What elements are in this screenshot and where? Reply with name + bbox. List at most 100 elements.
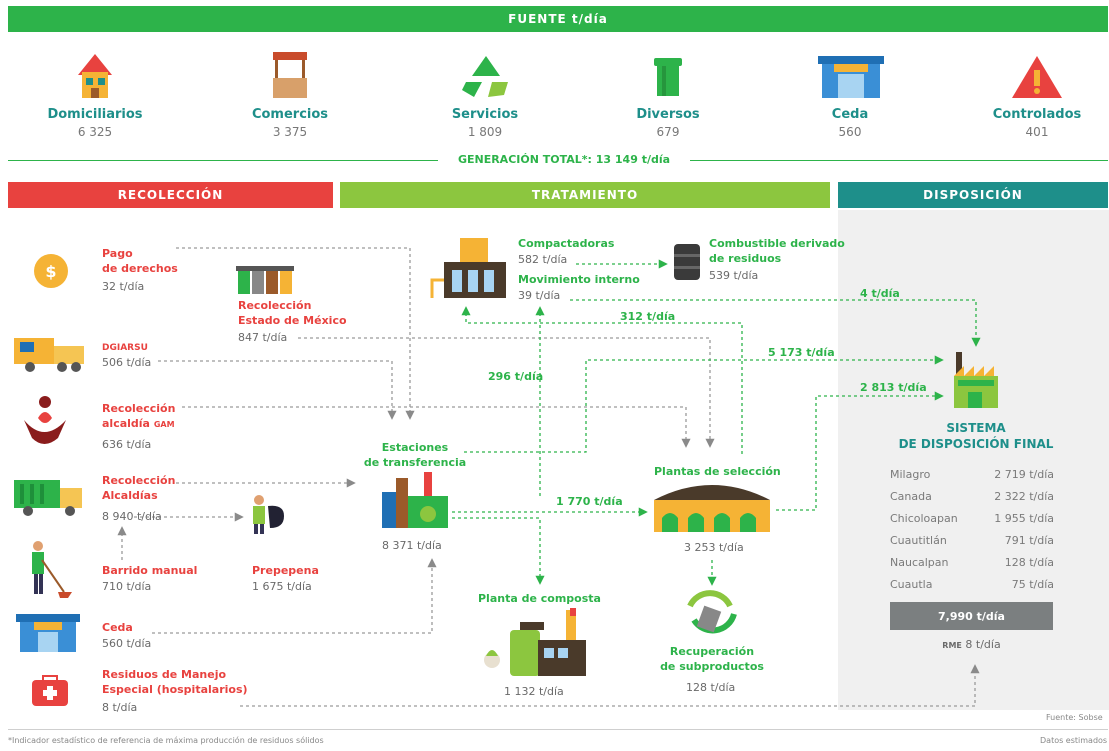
disposal-total: 7,990 t/día [938, 609, 1005, 623]
selection-plant-icon [654, 485, 770, 532]
barrido-label: Barrido manual [102, 564, 198, 577]
recuperacion-value: 128 t/día [686, 681, 736, 694]
flow-pago [176, 247, 415, 420]
flow-gam [182, 406, 691, 448]
ceda-market-icon [16, 614, 80, 652]
section-disposicion: DISPOSICIÓN [838, 182, 1108, 208]
alcaldias-value: 8 940 t/día [102, 510, 162, 523]
combustible-label-2: de residuos [709, 252, 782, 265]
source-name: Ceda [831, 107, 869, 122]
flow-296-label: 296 t/día [488, 370, 544, 383]
hospital-value: 8 t/día [102, 701, 138, 714]
disposal-total-box: 7,990 t/día [890, 602, 1053, 630]
trash-bin-icon [654, 58, 682, 96]
footer-line [8, 729, 1108, 730]
ceda-shop-icon [818, 56, 884, 98]
source-ceda: Ceda 560 [785, 107, 915, 139]
total-line-right [690, 160, 1108, 161]
ceda-label: Ceda [102, 621, 133, 634]
compost-plant-icon [484, 608, 586, 676]
recycle-icon [462, 56, 508, 97]
source-value: 1 809 [467, 125, 503, 139]
flow-2813 [776, 391, 944, 511]
recovery-icon [687, 590, 737, 634]
source-name: Diversos [636, 107, 700, 122]
source-comercios: Comercios 3 375 [225, 107, 355, 139]
gam-label: Recolección alcaldía GAM [102, 401, 175, 432]
prepepena-value: 1 675 t/día [252, 580, 312, 593]
dgiarsu-value: 506 t/día [102, 356, 152, 369]
section-tratamiento-label: TRATAMIENTO [531, 188, 639, 202]
composta-value: 1 132 t/día [504, 685, 564, 698]
site-name: Cuautitlán [890, 534, 947, 547]
sources-icons [78, 52, 1062, 98]
section-recoleccion-label: RECOLECCIÓN [117, 188, 224, 202]
source-name: Controlados [992, 107, 1082, 122]
warning-icon [1012, 56, 1062, 98]
edomex-value: 847 t/día [238, 331, 288, 344]
estaciones-label-1: Estaciones [381, 441, 449, 454]
pago-label: Pago de derechos [102, 246, 178, 276]
gam-label-2: alcaldía [102, 417, 150, 430]
site-value: 2 322 t/día [994, 490, 1054, 503]
hospital-label-1: Residuos de Manejo [102, 668, 227, 681]
flow-composta [452, 517, 545, 585]
source-value: 560 [838, 125, 862, 139]
compactor-factory-icon [430, 238, 506, 298]
hands-heart-icon [24, 396, 66, 444]
coin-icon: $ [34, 254, 68, 288]
section-recoleccion: RECOLECCIÓN [8, 182, 333, 208]
pago-label-2: de derechos [102, 262, 178, 275]
site-value: 1 955 t/día [994, 512, 1054, 525]
source-value: 3 375 [272, 125, 308, 139]
prepepena-label: Prepepena [252, 564, 319, 577]
disposal-title-1: SISTEMA [946, 421, 1006, 435]
sweeper-icon [32, 541, 72, 598]
site-value: 2 719 t/día [994, 468, 1054, 481]
gam-label-1: Recolección [102, 402, 176, 415]
site-name: Naucalpan [890, 556, 949, 569]
plantas-value: 3 253 t/día [684, 541, 744, 554]
compactadoras-label: Compactadoras [518, 237, 615, 250]
pago-value: 32 t/día [102, 280, 145, 293]
flow-hospital [240, 664, 980, 707]
source-value: 401 [1025, 125, 1049, 139]
source-name: Comercios [251, 107, 329, 122]
site-name: Cuautla [890, 578, 933, 591]
flow-5173 [464, 355, 944, 453]
total-line-left [8, 160, 438, 161]
rme-value: 8 t/día [965, 638, 1001, 651]
footer-source: Fuente: Sobse [1046, 713, 1103, 722]
flow-edomex [298, 337, 715, 448]
disposal-row: Cuautitlán 791 t/día [890, 534, 1054, 556]
bins-icon [236, 266, 294, 294]
fuel-barrel-icon [674, 244, 700, 280]
pago-label-1: Pago [102, 247, 133, 260]
alcaldias-label-2: Alcaldías [102, 489, 158, 502]
flow-312-label: 312 t/día [620, 310, 676, 323]
header-title: FUENTE t/día [508, 12, 608, 26]
source-value: 6 325 [77, 125, 113, 139]
section-disposicion-label: DISPOSICIÓN [923, 188, 1023, 202]
edomex-label-2: Estado de México [238, 314, 347, 327]
edomex-label-1: Recolección [238, 299, 312, 312]
site-value: 791 t/día [1004, 534, 1054, 547]
hospital-label-2: Especial (hospitalarios) [102, 683, 248, 696]
medical-kit-icon [32, 675, 68, 706]
gam-label-2b: GAM [153, 420, 175, 429]
dgiarsu-label: DGIARSU [102, 343, 148, 353]
flow-dgiarsu [158, 360, 397, 420]
